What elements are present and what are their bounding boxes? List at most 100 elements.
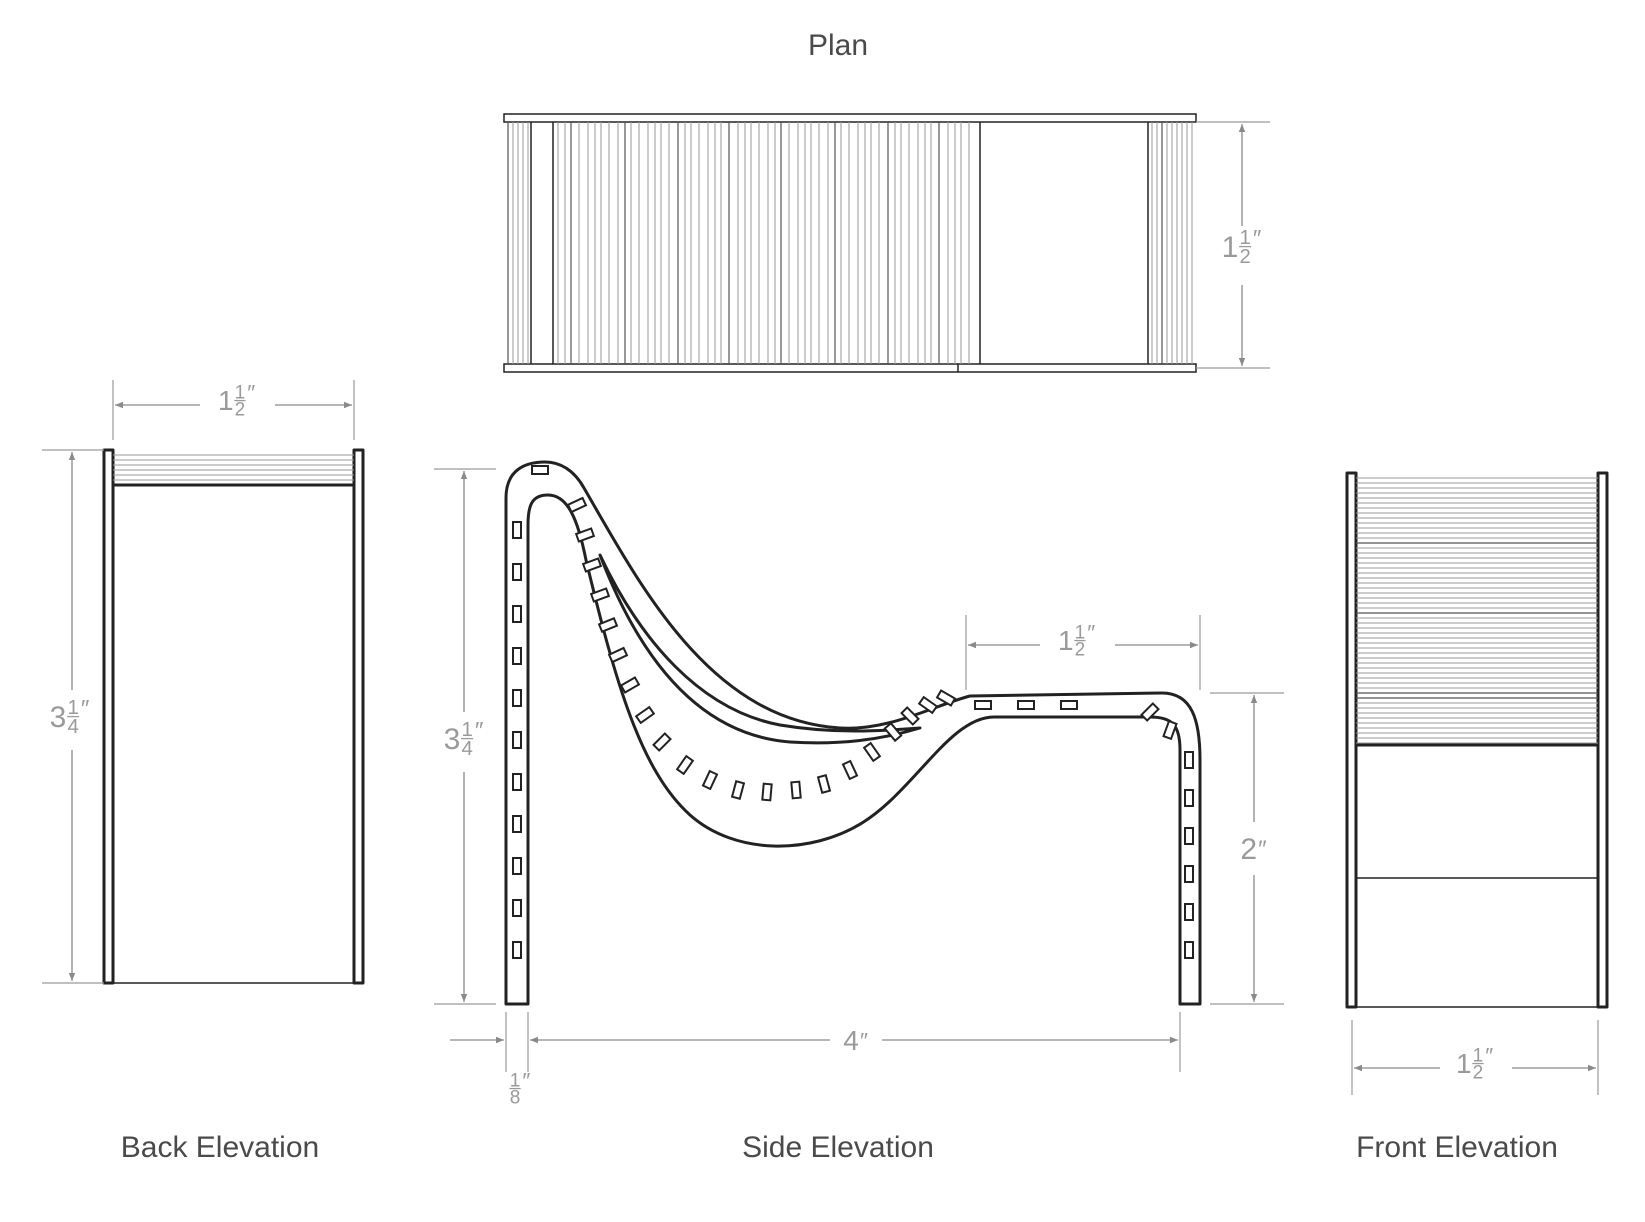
back-elevation-title: Back Elevation bbox=[121, 1131, 319, 1164]
side_seat-unit: ″ bbox=[1087, 621, 1095, 646]
slat-slot bbox=[512, 899, 522, 917]
side-elevation-view bbox=[504, 460, 1202, 1006]
side-front-height-dimension: 2″ bbox=[1210, 692, 1284, 1005]
front_width-unit: ″ bbox=[1485, 1044, 1493, 1069]
slat-slot bbox=[883, 721, 903, 743]
side_front_height-unit: ″ bbox=[1258, 836, 1267, 863]
slat-slot bbox=[701, 769, 719, 791]
front_width-numerator: 1 bbox=[1473, 1045, 1484, 1066]
front_width-denominator: 2 bbox=[1473, 1063, 1484, 1084]
front-slats bbox=[1356, 477, 1598, 744]
front_width-whole: 1 bbox=[1456, 1048, 1472, 1079]
plan-bottom-board bbox=[503, 363, 1197, 373]
slat-slot bbox=[1017, 700, 1035, 710]
plan_depth-numerator: 1 bbox=[1239, 227, 1250, 249]
slat-slot bbox=[512, 647, 522, 665]
slat-slot bbox=[816, 774, 832, 794]
back_height-whole: 3 bbox=[50, 701, 67, 734]
slat-slot bbox=[841, 759, 859, 781]
back-left-side-panel bbox=[102, 448, 115, 985]
slat-slot bbox=[1184, 751, 1194, 769]
side_length-unit: ″ bbox=[860, 1028, 868, 1053]
slat-slot bbox=[1184, 865, 1194, 883]
side_seat-denominator: 2 bbox=[1075, 640, 1086, 661]
slat-slot bbox=[512, 731, 522, 749]
slat-slot bbox=[1184, 789, 1194, 807]
slat-slot bbox=[917, 695, 939, 715]
slat-slot bbox=[512, 773, 522, 791]
back_width-denominator: 2 bbox=[235, 400, 246, 421]
side-slat-slots bbox=[512, 465, 1194, 959]
slat-slot bbox=[619, 676, 641, 694]
side-thickness-dimension: 18″ bbox=[450, 1012, 530, 1109]
side_front_height-whole: 2 bbox=[1240, 833, 1257, 866]
front-elevation-view bbox=[1345, 471, 1609, 1009]
back-elevation-view bbox=[102, 448, 365, 985]
slat-slot bbox=[761, 782, 773, 802]
slat-slot bbox=[862, 741, 882, 763]
slat-slot bbox=[900, 706, 920, 726]
plan-slats bbox=[507, 122, 1193, 364]
slat-slot bbox=[531, 465, 549, 475]
back_width-numerator: 1 bbox=[235, 382, 246, 403]
slat-slot bbox=[512, 605, 522, 623]
slat-slot bbox=[566, 496, 588, 514]
side_thickness-denominator: 8 bbox=[510, 1088, 521, 1109]
slat-slot bbox=[574, 527, 596, 543]
back-top-slats bbox=[113, 454, 354, 481]
side_height-unit: ″ bbox=[475, 718, 484, 745]
plan_depth-denominator: 2 bbox=[1239, 246, 1250, 268]
side-thickness-label: 18″ bbox=[509, 1069, 530, 1109]
plan-top-board bbox=[503, 113, 1197, 123]
plan-title: Plan bbox=[808, 29, 868, 62]
slat-slot bbox=[974, 700, 992, 710]
side-elevation-title: Side Elevation bbox=[742, 1131, 934, 1164]
back_width-whole: 1 bbox=[218, 385, 234, 416]
back_height-numerator: 1 bbox=[67, 697, 78, 719]
back-right-side-panel bbox=[352, 448, 365, 985]
side-length-label: 4″ bbox=[843, 1025, 868, 1056]
side-front-height-label: 2″ bbox=[1240, 833, 1267, 866]
slat-slot bbox=[581, 557, 603, 573]
slat-slot bbox=[607, 646, 629, 664]
side_seat-whole: 1 bbox=[1058, 625, 1074, 656]
slat-slot bbox=[512, 815, 522, 833]
slat-slot bbox=[512, 689, 522, 707]
side_seat-numerator: 1 bbox=[1075, 622, 1086, 643]
slat-slot bbox=[512, 941, 522, 959]
plan-view bbox=[503, 113, 1197, 373]
slat-slot bbox=[675, 754, 695, 776]
front-left-side-panel bbox=[1345, 471, 1358, 1009]
side_thickness-numerator: 1 bbox=[510, 1070, 521, 1091]
slat-slot bbox=[935, 689, 957, 707]
back_height-denominator: 4 bbox=[67, 716, 78, 738]
side_length-whole: 4 bbox=[843, 1025, 859, 1056]
side_thickness-unit: ″ bbox=[522, 1069, 530, 1094]
slat-slot bbox=[512, 563, 522, 581]
side-chair-seat-sling bbox=[598, 553, 922, 745]
slat-slot bbox=[1184, 903, 1194, 921]
slat-slot bbox=[512, 857, 522, 875]
slat-slot bbox=[1162, 719, 1178, 741]
side-length-dimension: 4″ bbox=[527, 1012, 1181, 1072]
plan_depth-whole: 1 bbox=[1222, 231, 1239, 264]
side-chair-outer-profile bbox=[504, 460, 1202, 1006]
back_height-unit: ″ bbox=[81, 696, 90, 723]
side_height-denominator: 4 bbox=[461, 738, 472, 760]
plan_depth-unit: ″ bbox=[1253, 226, 1262, 253]
slat-slot bbox=[634, 705, 656, 725]
front-elevation-title: Front Elevation bbox=[1356, 1131, 1558, 1164]
side_height-numerator: 1 bbox=[461, 719, 472, 741]
